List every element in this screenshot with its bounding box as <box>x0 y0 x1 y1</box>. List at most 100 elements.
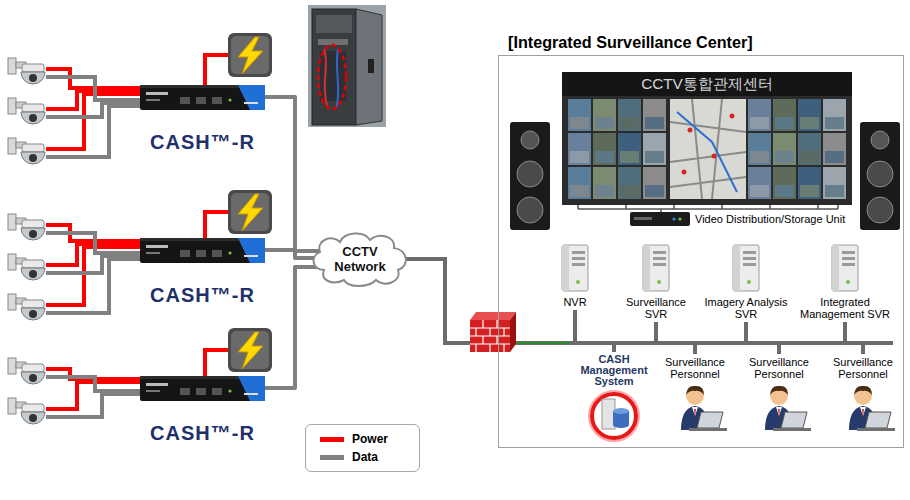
video-wall-screens <box>748 167 771 199</box>
data-link <box>265 97 322 251</box>
video-wall-screens <box>798 99 821 131</box>
cabinet-photo <box>368 59 374 73</box>
server-icon <box>842 257 855 260</box>
server-icon <box>828 244 862 292</box>
video-wall-screens <box>620 151 639 163</box>
personnel-icon <box>689 428 727 431</box>
server-icon <box>653 257 666 260</box>
video-wall: CCTV통합관제센터 <box>562 72 852 205</box>
video-wall-screens <box>775 151 794 163</box>
legend-swatch <box>320 437 344 442</box>
management-icon <box>589 391 639 441</box>
video-wall-screens <box>748 133 771 165</box>
video-wall-screens <box>570 185 589 197</box>
speaker <box>860 122 900 230</box>
video-wall-screens <box>568 99 591 131</box>
legend-box: PowerData <box>305 424 420 472</box>
server-icon <box>743 251 756 254</box>
server-node-label: Integrated Management SVR <box>795 294 895 322</box>
speaker <box>521 131 539 149</box>
video-wall-screens <box>773 167 796 199</box>
camera-data-wires <box>46 377 140 391</box>
server-node-label: Imagery Analysis SVR <box>700 294 792 322</box>
camera-power-wires <box>46 69 140 409</box>
cash-r-device-body <box>196 388 206 395</box>
cash-r-device-body <box>244 255 258 257</box>
speaker <box>517 161 543 187</box>
server-icon <box>558 244 592 292</box>
cash-r-device-label: CASH™-R <box>150 283 255 307</box>
video-wall-screens <box>595 151 614 163</box>
management-system: CASH Management System <box>572 352 656 443</box>
server-node: Surveillance SVR <box>618 244 694 322</box>
data-link <box>398 259 845 343</box>
camera-power-wires <box>46 94 140 149</box>
cash-r-device-body <box>244 393 258 395</box>
speaker <box>867 197 893 223</box>
firewall-symbol <box>470 312 516 352</box>
video-wall-screens <box>593 99 616 131</box>
management-icon <box>613 422 629 428</box>
server-icon <box>846 280 850 284</box>
cash-r-device-body <box>244 102 258 104</box>
data-link <box>398 259 863 354</box>
management-system-label: CASH Management System <box>572 352 656 389</box>
cash-r-device-body <box>140 376 265 401</box>
video-wall-screens <box>773 99 796 131</box>
cash-r-device-body <box>180 97 190 104</box>
video-wall-screens <box>712 154 717 159</box>
video-wall-screens <box>798 167 821 199</box>
cabinet-photo <box>336 49 338 109</box>
video-wall-screens <box>595 185 614 197</box>
server-icon <box>842 251 855 254</box>
network-bus-segment <box>516 342 570 344</box>
server-icon <box>572 251 585 254</box>
cash-r-device: CASH™-R <box>140 376 265 445</box>
server-icon <box>733 245 759 291</box>
server-icon <box>733 245 740 291</box>
cash-r-device-body <box>140 85 265 110</box>
video-wall-screens <box>620 185 639 197</box>
distribution-device <box>678 217 681 220</box>
cash-r-device-body <box>238 376 265 401</box>
video-wall-cabling <box>578 205 838 213</box>
center-panel-label: [Integrated Surveillance Center] <box>498 30 904 54</box>
video-wall-screens <box>750 151 769 163</box>
server-node: Integrated Management SVR <box>795 244 895 322</box>
cabinet-photo <box>356 9 382 125</box>
video-wall-screens <box>593 133 616 165</box>
firewall-symbol <box>470 320 510 352</box>
video-wall-screens <box>670 99 746 199</box>
center-panel: CCTV통합관제센터Video Distribution/Storage Uni… <box>498 30 904 448</box>
video-wall-cabling <box>578 205 838 209</box>
cabinet-photo <box>316 15 352 33</box>
video-wall-screens <box>620 117 639 129</box>
cash-r-device: CASH™-R <box>140 238 265 307</box>
mains-power-wires <box>205 55 230 85</box>
firewall-symbol <box>470 312 516 320</box>
video-wall-screens <box>643 99 666 131</box>
video-wall-screens <box>773 133 796 165</box>
network-cloud-label: CCTV Network <box>324 244 396 274</box>
cash-r-device-label: CASH™-R <box>150 421 255 445</box>
video-wall-screens <box>645 185 664 197</box>
speaker <box>871 131 889 149</box>
video-wall-screens <box>800 117 819 129</box>
server-icon <box>643 245 669 291</box>
server-icon <box>653 263 666 266</box>
video-wall-screens <box>825 185 844 197</box>
video-wall-screens <box>595 117 614 129</box>
data-link <box>265 267 322 388</box>
personnel-icon <box>781 412 807 428</box>
dome-camera <box>8 214 45 240</box>
data-link <box>398 259 656 343</box>
cash-r-device-body <box>140 376 265 401</box>
video-wall-screens <box>570 151 589 163</box>
cabinet-photo <box>312 9 356 125</box>
cash-r-device-body <box>146 390 160 392</box>
dome-camera <box>8 58 45 84</box>
server-icon <box>747 280 751 284</box>
server-icon <box>842 263 855 266</box>
